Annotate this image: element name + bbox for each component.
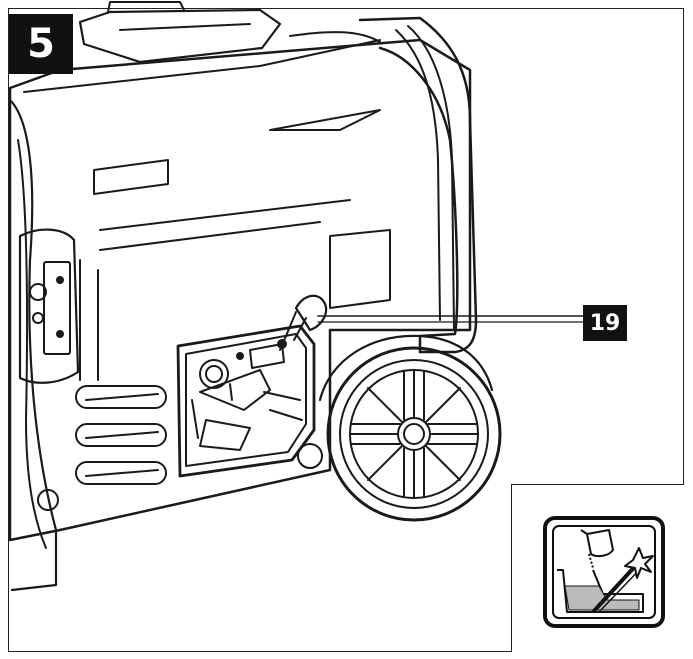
relief-panel-1 — [93, 159, 169, 195]
vent-slot-2 — [75, 423, 167, 447]
engine-bolt-2 — [236, 352, 244, 360]
step-number-badge: 5 — [9, 14, 73, 74]
relief-triangle — [269, 109, 381, 131]
oil-dipstick-cap — [294, 294, 328, 332]
opening-inner — [185, 333, 307, 467]
carry-handle — [358, 16, 478, 354]
fuel-cap-area — [78, 8, 282, 64]
fuel-cap-detail — [107, 1, 185, 13]
engine-part-3 — [249, 343, 285, 369]
figure-frame — [8, 8, 684, 652]
vent-inner-2 — [85, 431, 159, 439]
oil-filler-neck — [199, 359, 229, 389]
control-knob — [29, 283, 47, 301]
wheel-arch — [318, 334, 494, 402]
vent-slot-1 — [75, 385, 167, 409]
top-face-line-1 — [23, 39, 381, 93]
generator-body — [8, 38, 472, 542]
top-face-line-2 — [289, 31, 381, 43]
vent-inner-1 — [85, 393, 159, 401]
body-left-cap-inner — [17, 139, 47, 549]
callout-label-19: 19 — [583, 305, 627, 341]
oil-filler-neck-inner — [205, 365, 223, 383]
dipstick-stem-2 — [293, 317, 307, 341]
maintenance-opening — [176, 324, 316, 478]
screw-hole-right — [297, 443, 323, 469]
oil-refill-warning-icon — [543, 516, 665, 628]
wheel — [326, 346, 502, 522]
engine-part-2 — [199, 419, 251, 451]
body-left-cap — [8, 98, 58, 592]
control-screw-2 — [56, 276, 64, 284]
relief-panel-3 — [99, 221, 321, 251]
control-screw-1 — [32, 312, 44, 324]
relief-panel-4 — [329, 229, 391, 309]
screw-hole-left — [37, 489, 59, 511]
handle-inner-line-2 — [407, 25, 455, 331]
control-screw-3 — [56, 330, 64, 338]
control-panel — [18, 228, 80, 384]
handle-inner-line — [395, 29, 441, 321]
fuel-cap-line — [119, 23, 251, 31]
relief-panel-2 — [99, 199, 351, 231]
vent-inner-3 — [85, 469, 159, 477]
engine-part-1 — [199, 369, 271, 411]
dipstick-stem — [279, 311, 297, 351]
engine-hatch — [191, 383, 233, 439]
engine-wire — [263, 391, 303, 421]
vent-slot-3 — [75, 461, 167, 485]
control-switch — [43, 261, 71, 355]
